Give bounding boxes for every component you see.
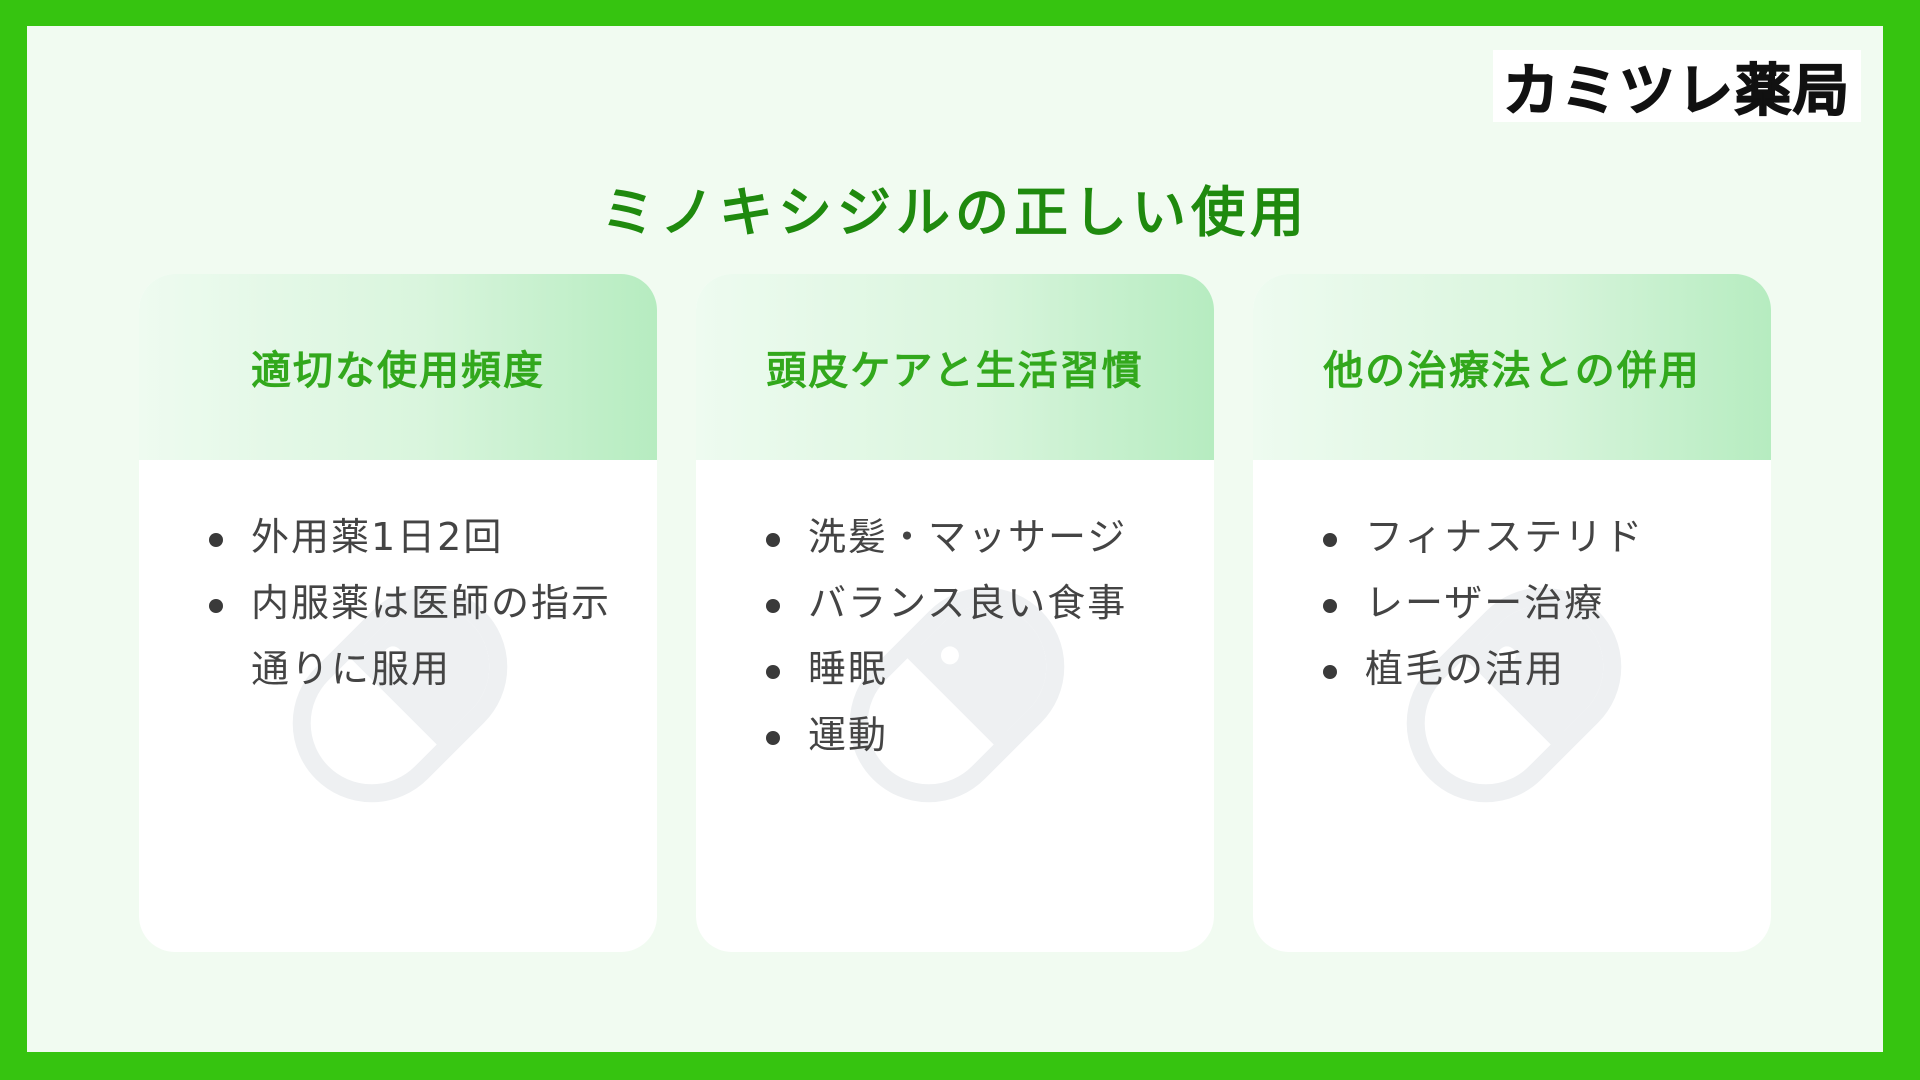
bullet-list: フィナステリド レーザー治療 植毛の活用: [1253, 460, 1771, 702]
list-item: 睡眠: [766, 636, 1174, 702]
list-item: レーザー治療: [1323, 570, 1731, 636]
list-item: バランス良い食事: [766, 570, 1174, 636]
card-scalp-care: 頭皮ケアと生活習慣 洗髪・マッサージ バランス良い食事 睡眠 運動: [696, 274, 1214, 952]
capsule-icon: [849, 587, 1065, 803]
list-item: 内服薬は医師の指示通りに服用: [209, 570, 617, 702]
capsule-icon: [1406, 587, 1622, 803]
page-title: ミノキシジルの正しい使用: [601, 181, 1309, 244]
slide-panel: カミツレ薬局 ミノキシジルの正しい使用 適切な使用頻度 外用薬1日2回 内服薬は…: [27, 26, 1883, 1052]
list-item: 植毛の活用: [1323, 636, 1731, 702]
card-heading: 他の治療法との併用: [1253, 274, 1771, 460]
bullet-list: 外用薬1日2回 内服薬は医師の指示通りに服用: [139, 460, 657, 702]
list-item: フィナステリド: [1323, 504, 1731, 570]
card-usage-frequency: 適切な使用頻度 外用薬1日2回 内服薬は医師の指示通りに服用: [139, 274, 657, 952]
card-body: 洗髪・マッサージ バランス良い食事 睡眠 運動: [696, 460, 1214, 952]
card-heading: 頭皮ケアと生活習慣: [696, 274, 1214, 460]
brand-logo: カミツレ薬局: [1493, 50, 1861, 124]
list-item: 運動: [766, 702, 1174, 768]
card-combined-treatment: 他の治療法との併用 フィナステリド レーザー治療 植毛の活用: [1253, 274, 1771, 952]
list-item: 洗髪・マッサージ: [766, 504, 1174, 570]
card-body: フィナステリド レーザー治療 植毛の活用: [1253, 460, 1771, 952]
bullet-list: 洗髪・マッサージ バランス良い食事 睡眠 運動: [696, 460, 1214, 768]
card-heading: 適切な使用頻度: [139, 274, 657, 460]
card-body: 外用薬1日2回 内服薬は医師の指示通りに服用: [139, 460, 657, 952]
list-item: 外用薬1日2回: [209, 504, 617, 570]
capsule-icon: [292, 587, 508, 803]
